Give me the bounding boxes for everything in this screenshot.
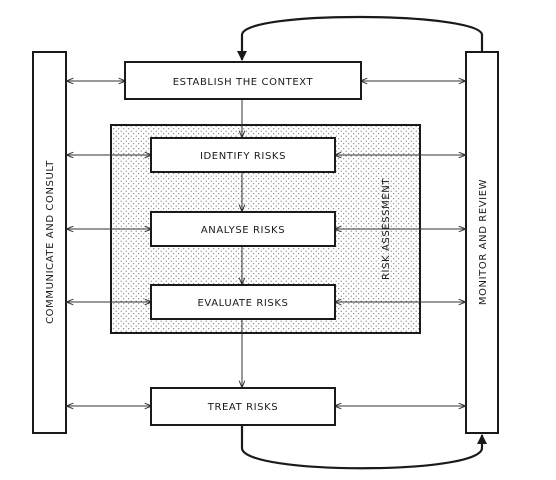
analyse-risks-label: ANALYSE RISKS — [201, 225, 285, 236]
identify-risks-box — [150, 137, 336, 173]
bottom-feedback-loop — [240, 425, 487, 470]
risk-assessment-label: RISK ASSESSMENT — [381, 178, 392, 280]
analyse-risks-box — [150, 211, 336, 247]
establish-context-box — [124, 61, 362, 100]
evaluate-risks-box — [150, 284, 336, 320]
communicate-consult-label: COMMUNICATE AND CONSULT — [45, 160, 56, 324]
monitor-review-label: MONITOR AND REVIEW — [478, 179, 489, 305]
communicate-consult-bar — [32, 51, 67, 434]
treat-risks-label: TREAT RISKS — [207, 402, 278, 413]
identify-risks-label: IDENTIFY RISKS — [200, 151, 286, 162]
establish-context-label: ESTABLISH THE CONTEXT — [173, 77, 314, 88]
evaluate-risks-label: EVALUATE RISKS — [198, 298, 289, 309]
treat-risks-box — [150, 387, 336, 426]
top-feedback-loop — [237, 15, 484, 61]
